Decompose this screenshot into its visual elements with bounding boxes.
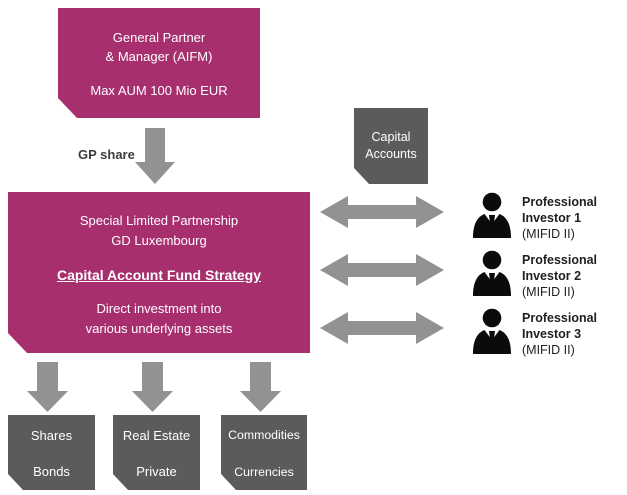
investor-row: Professional Investor 2 (MIFID II)	[320, 250, 627, 300]
capital-accounts-line1: Capital	[371, 130, 411, 144]
partnership-desc2: various underlying assets	[85, 321, 233, 336]
asset-line2: Private	[136, 464, 177, 479]
general-partner-box: General Partner & Manager (AIFM) Max AUM…	[58, 8, 260, 118]
asset-line1: Real Estate	[122, 428, 191, 443]
investor-person-icon	[473, 308, 511, 354]
investor-regulation: (MIFID II)	[522, 285, 575, 299]
double-arrow-icon	[320, 312, 444, 344]
strategy-title: Capital Account Fund Strategy	[56, 267, 262, 283]
investor-name: Professional Investor 2	[522, 253, 598, 283]
investor-row: Professional Investor 1 (MIFID II)	[320, 192, 627, 242]
partnership-line2: GD Luxembourg	[111, 233, 207, 248]
investor-person-icon	[473, 250, 511, 296]
partnership-line1: Special Limited Partnership	[79, 213, 239, 228]
investor-label: Professional Investor 3 (MIFID II)	[522, 310, 627, 358]
asset-box-shares-bonds: Shares Bonds	[8, 415, 95, 490]
double-arrow-icon	[320, 196, 444, 228]
asset-line2: Currencies	[234, 465, 294, 479]
investor-name: Professional Investor 1	[522, 195, 598, 225]
general-partner-line2: & Manager (AIFM)	[105, 49, 213, 64]
investor-label: Professional Investor 2 (MIFID II)	[522, 252, 627, 300]
investor-regulation: (MIFID II)	[522, 227, 575, 241]
gp-share-label: GP share	[78, 147, 135, 162]
partnership-box: Special Limited Partnership GD Luxembour…	[8, 192, 310, 353]
investor-row: Professional Investor 3 (MIFID II)	[320, 308, 627, 358]
capital-accounts-box: Capital Accounts	[354, 108, 428, 184]
down-arrow-icon	[27, 362, 68, 412]
asset-line1: Shares	[30, 428, 73, 443]
gp-share-down-arrow-icon	[135, 128, 175, 184]
partnership-desc1: Direct investment into	[96, 301, 222, 316]
capital-accounts-line2: Accounts	[365, 147, 417, 161]
investor-person-icon	[473, 192, 511, 238]
investor-label: Professional Investor 1 (MIFID II)	[522, 194, 627, 242]
asset-line2: Bonds	[33, 464, 70, 479]
asset-line1: Commodities	[228, 428, 300, 442]
investor-name: Professional Investor 3	[522, 311, 598, 341]
down-arrow-icon	[132, 362, 173, 412]
asset-box-commodities-currencies: Commodities Currencies	[221, 415, 307, 490]
general-partner-line1: General Partner	[112, 30, 206, 45]
general-partner-subtitle: Max AUM 100 Mio EUR	[90, 83, 228, 98]
asset-box-real-estate-private: Real Estate Private	[113, 415, 200, 490]
down-arrow-icon	[240, 362, 281, 412]
investor-regulation: (MIFID II)	[522, 343, 575, 357]
double-arrow-icon	[320, 254, 444, 286]
